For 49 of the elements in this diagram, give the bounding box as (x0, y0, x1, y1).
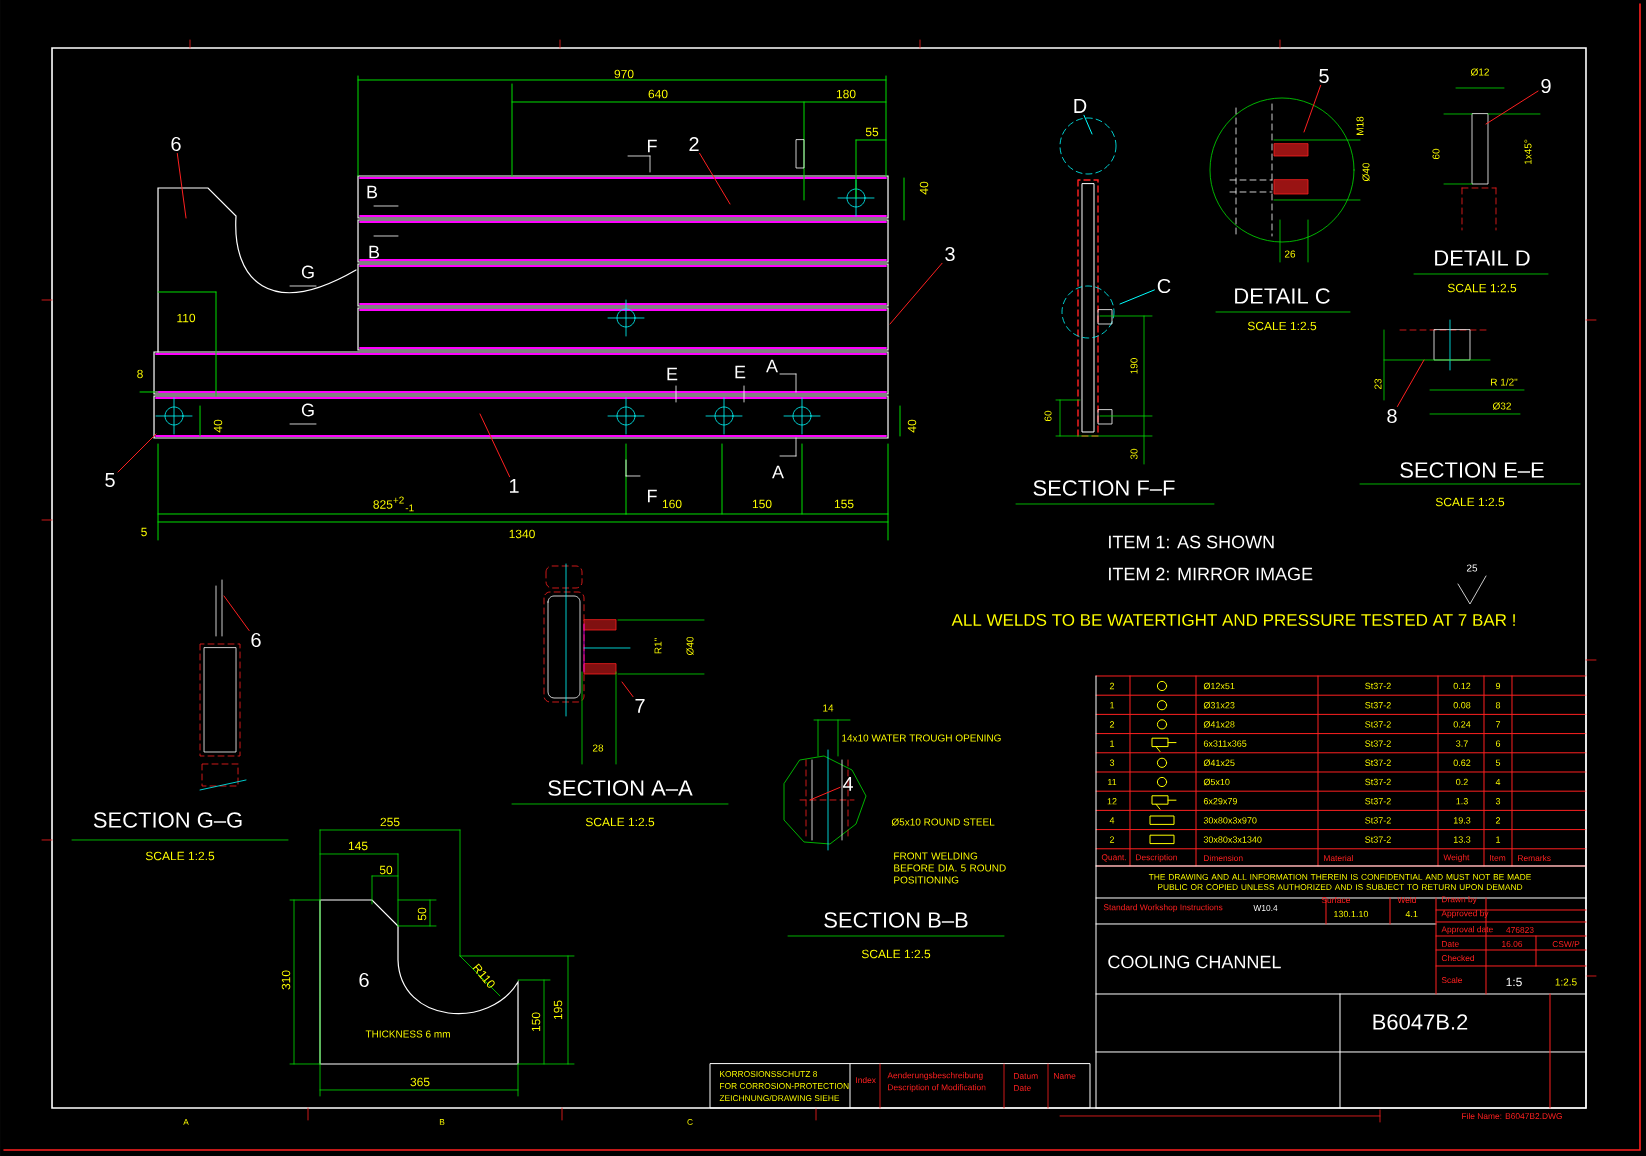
callout-number: 6 (251, 632, 261, 648)
section-letter: E (667, 367, 678, 381)
callout-number: 7 (635, 699, 645, 713)
callout-number: 8 (1387, 408, 1397, 424)
note-text: ALL WELDS TO BE WATERTIGHT AND PRESSURE TESTED AT 7 BAR ! (951, 614, 1515, 626)
leader-line (117, 433, 157, 473)
leader-line (176, 153, 187, 219)
section-letter: E (735, 365, 746, 379)
section-letter: A (766, 359, 778, 373)
callout-number: 5 (1319, 69, 1329, 83)
callout-number: 3 (945, 246, 955, 262)
callout-number: 5 (105, 473, 115, 487)
section-title: SECTION B–B (824, 912, 968, 928)
section-title: DETAIL C (1235, 288, 1330, 304)
leader-line (1083, 114, 1093, 135)
leader-line (621, 681, 634, 698)
section-title: SECTION G–G (93, 812, 242, 828)
section-title: DETAIL D (1435, 250, 1530, 266)
section-letter: F (648, 139, 657, 153)
note-text: ITEM 1: AS SHOWN (1109, 535, 1274, 549)
leader-line (1396, 359, 1425, 407)
leader-line (479, 413, 511, 478)
section-title: SECTION E–E (1400, 462, 1544, 478)
part-number: 6 (359, 972, 369, 988)
section-title: SECTION F–F (1033, 480, 1175, 496)
leader-line (889, 262, 943, 325)
leader-line (1119, 289, 1155, 305)
section-letter: B (367, 185, 378, 199)
callout-number: 9 (1541, 78, 1551, 94)
leader-line (809, 786, 841, 801)
callout-number: 6 (171, 136, 181, 152)
leader-line (699, 152, 731, 205)
callout-number: 2 (689, 137, 699, 151)
leader-line (223, 595, 250, 631)
note-text: ITEM 2: MIRROR IMAGE (1109, 567, 1313, 581)
leader-line (1485, 90, 1539, 125)
section-title: SECTION A–A (548, 780, 693, 796)
section-letter: F (648, 489, 657, 503)
section-letter: G (301, 403, 314, 417)
leader-line (1303, 84, 1322, 133)
section-letter: G (301, 265, 314, 279)
callout-number: 4 (842, 777, 853, 791)
drawing-number: B6047B.2 (1373, 1014, 1468, 1030)
drawing-title: COOLING CHANNEL (1108, 955, 1281, 969)
section-letter: A (772, 465, 784, 479)
section-letter: B (369, 245, 380, 259)
callout-number: D (1074, 99, 1087, 113)
callout-number: 1 (510, 479, 519, 493)
callout-number: C (1157, 278, 1171, 294)
